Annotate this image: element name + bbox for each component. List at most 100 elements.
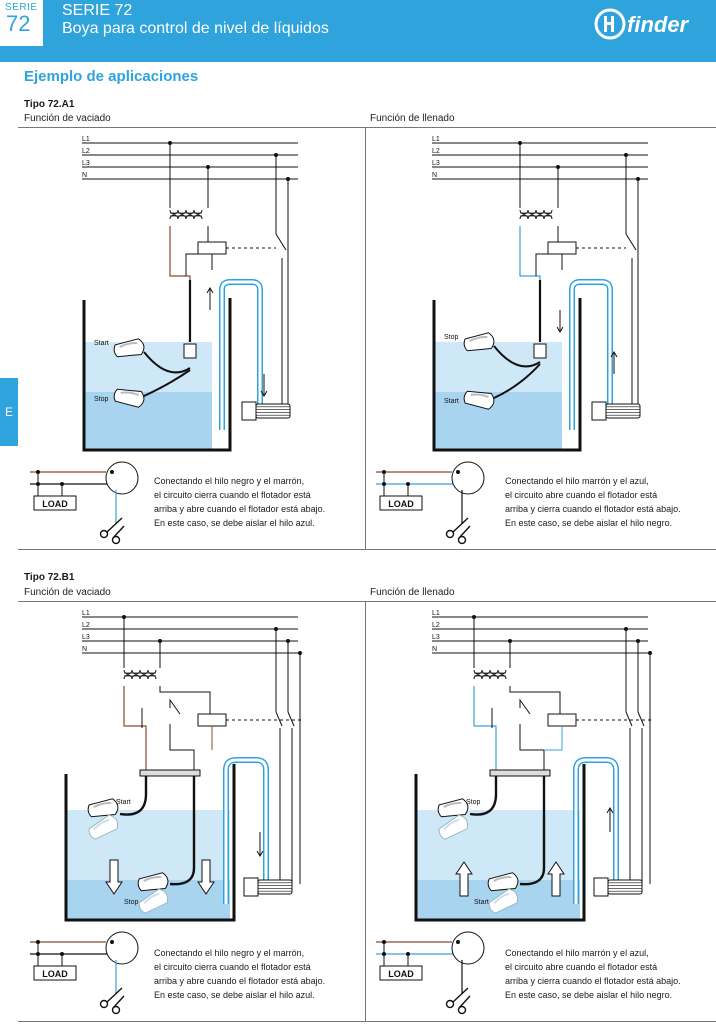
float-cable bbox=[119, 776, 148, 816]
float-highlight bbox=[470, 393, 489, 399]
pipe-inner bbox=[574, 758, 618, 904]
secondary-wire bbox=[123, 686, 147, 772]
function-label: Función de llenado bbox=[370, 113, 455, 124]
tipo-label: Tipo 72.B1 bbox=[24, 572, 75, 583]
wiring-diagram: LOAD bbox=[30, 931, 139, 1015]
wiring-b1-vaciado: LOAD bbox=[26, 930, 146, 1018]
flow-arrow-head bbox=[556, 326, 564, 333]
wiring-diagram: LOAD bbox=[30, 461, 139, 545]
transformer-winding bbox=[481, 674, 491, 680]
float-body bbox=[138, 888, 169, 914]
scissors-icon bbox=[112, 525, 125, 539]
description-line: el circuito abre cuando el flotador está bbox=[505, 490, 658, 500]
transformer-winding bbox=[473, 669, 483, 675]
description-b1-vaciado: Conectando el hilo negro y el marrón, el… bbox=[154, 946, 374, 1002]
pump-body bbox=[241, 401, 257, 421]
supply-label: L3 bbox=[432, 634, 440, 641]
secondary-wire bbox=[169, 226, 191, 282]
divider bbox=[365, 127, 366, 550]
description-line: En este caso, se debe aislar el hilo neg… bbox=[505, 518, 673, 528]
float-terminal bbox=[105, 461, 139, 495]
flow-arrow-head bbox=[206, 287, 214, 294]
load-label: LOAD bbox=[42, 969, 68, 979]
wiring-diagram: LOAD bbox=[376, 931, 485, 1015]
wire-blue bbox=[376, 953, 465, 958]
float-cable bbox=[493, 363, 541, 399]
scissors-icon bbox=[457, 1005, 467, 1015]
wiring-a1-vaciado: LOAD bbox=[26, 460, 146, 548]
cable-clamp bbox=[533, 343, 547, 359]
flow-arrow-head bbox=[256, 850, 264, 857]
supply-label: L3 bbox=[82, 634, 90, 641]
scissors-icon bbox=[106, 517, 123, 533]
pump-motor bbox=[605, 403, 641, 419]
pump-motor bbox=[255, 403, 291, 419]
transformer-winding bbox=[543, 209, 553, 215]
load-label: LOAD bbox=[42, 499, 68, 509]
float-ghost bbox=[138, 888, 169, 914]
scissors-icon bbox=[457, 535, 467, 545]
junction-dot bbox=[110, 940, 114, 944]
float-terminal bbox=[451, 931, 485, 965]
float-cable bbox=[169, 776, 196, 886]
page-title: SERIE 72 bbox=[62, 2, 133, 19]
float-switch-stop bbox=[463, 390, 495, 410]
pump-motor bbox=[257, 879, 293, 895]
water-low-zone bbox=[434, 392, 562, 450]
junction-dot bbox=[110, 470, 114, 474]
float-switch-start bbox=[437, 798, 469, 818]
flow-arrow-head bbox=[260, 390, 268, 397]
float-highlight bbox=[443, 818, 460, 831]
secondary-wire bbox=[185, 253, 198, 276]
float-switch-stop bbox=[487, 872, 519, 892]
wiring-a1-llenado: LOAD bbox=[372, 460, 492, 548]
scissors-icon bbox=[458, 995, 471, 1009]
float-switch-stop bbox=[113, 388, 145, 408]
scissors-icon bbox=[99, 529, 109, 539]
float-terminal bbox=[451, 461, 485, 495]
secondary-wire bbox=[159, 686, 211, 714]
wire bbox=[287, 711, 295, 727]
pipe-inner bbox=[224, 758, 268, 904]
scissors-icon bbox=[452, 987, 469, 1003]
load-box bbox=[379, 965, 423, 981]
transformer-winding bbox=[473, 674, 483, 680]
float-highlight bbox=[93, 802, 112, 809]
description-line: arriba y abre cuando el flotador está ab… bbox=[154, 504, 326, 514]
wire-blue bbox=[376, 483, 465, 488]
description-line: arriba y cierra cuando el flotador está … bbox=[505, 976, 681, 986]
float-cable bbox=[143, 351, 191, 374]
description-a1-vaciado: Conectando el hilo negro y el marrón, el… bbox=[154, 474, 374, 530]
secondary-wire bbox=[535, 253, 548, 276]
supply-label: L3 bbox=[82, 160, 90, 167]
float-cable bbox=[143, 369, 191, 397]
pump-body bbox=[593, 877, 609, 897]
scissors-icon bbox=[111, 1005, 121, 1015]
description-line: arriba y cierra cuando el flotador está … bbox=[505, 504, 681, 514]
description-line: arriba y abre cuando el flotador está ab… bbox=[154, 976, 326, 986]
float-body bbox=[88, 814, 119, 840]
scissors-icon bbox=[111, 535, 121, 545]
relay-coil bbox=[547, 241, 577, 255]
supply-label: L1 bbox=[82, 136, 90, 143]
float-switch-start bbox=[87, 798, 119, 818]
float-switch-start bbox=[113, 338, 145, 358]
level-arrow bbox=[547, 861, 565, 897]
relay-coil bbox=[197, 713, 227, 727]
float-body bbox=[438, 814, 469, 840]
junction-dot bbox=[456, 470, 460, 474]
description-line: En este caso, se debe aislar el hilo azu… bbox=[154, 990, 315, 1000]
finder-logo-icon bbox=[594, 8, 626, 40]
relay-contact bbox=[141, 698, 181, 728]
float-highlight bbox=[143, 876, 162, 883]
supply-label: N bbox=[82, 172, 87, 179]
transformer-winding bbox=[139, 674, 149, 680]
pipe-inner bbox=[570, 280, 612, 430]
section-title: Ejemplo de aplicaciones bbox=[24, 68, 199, 85]
transformer-winding bbox=[147, 669, 157, 675]
flow-arrow-head bbox=[606, 807, 614, 814]
cable-clamp bbox=[183, 343, 197, 359]
float-label: Start bbox=[474, 899, 489, 906]
